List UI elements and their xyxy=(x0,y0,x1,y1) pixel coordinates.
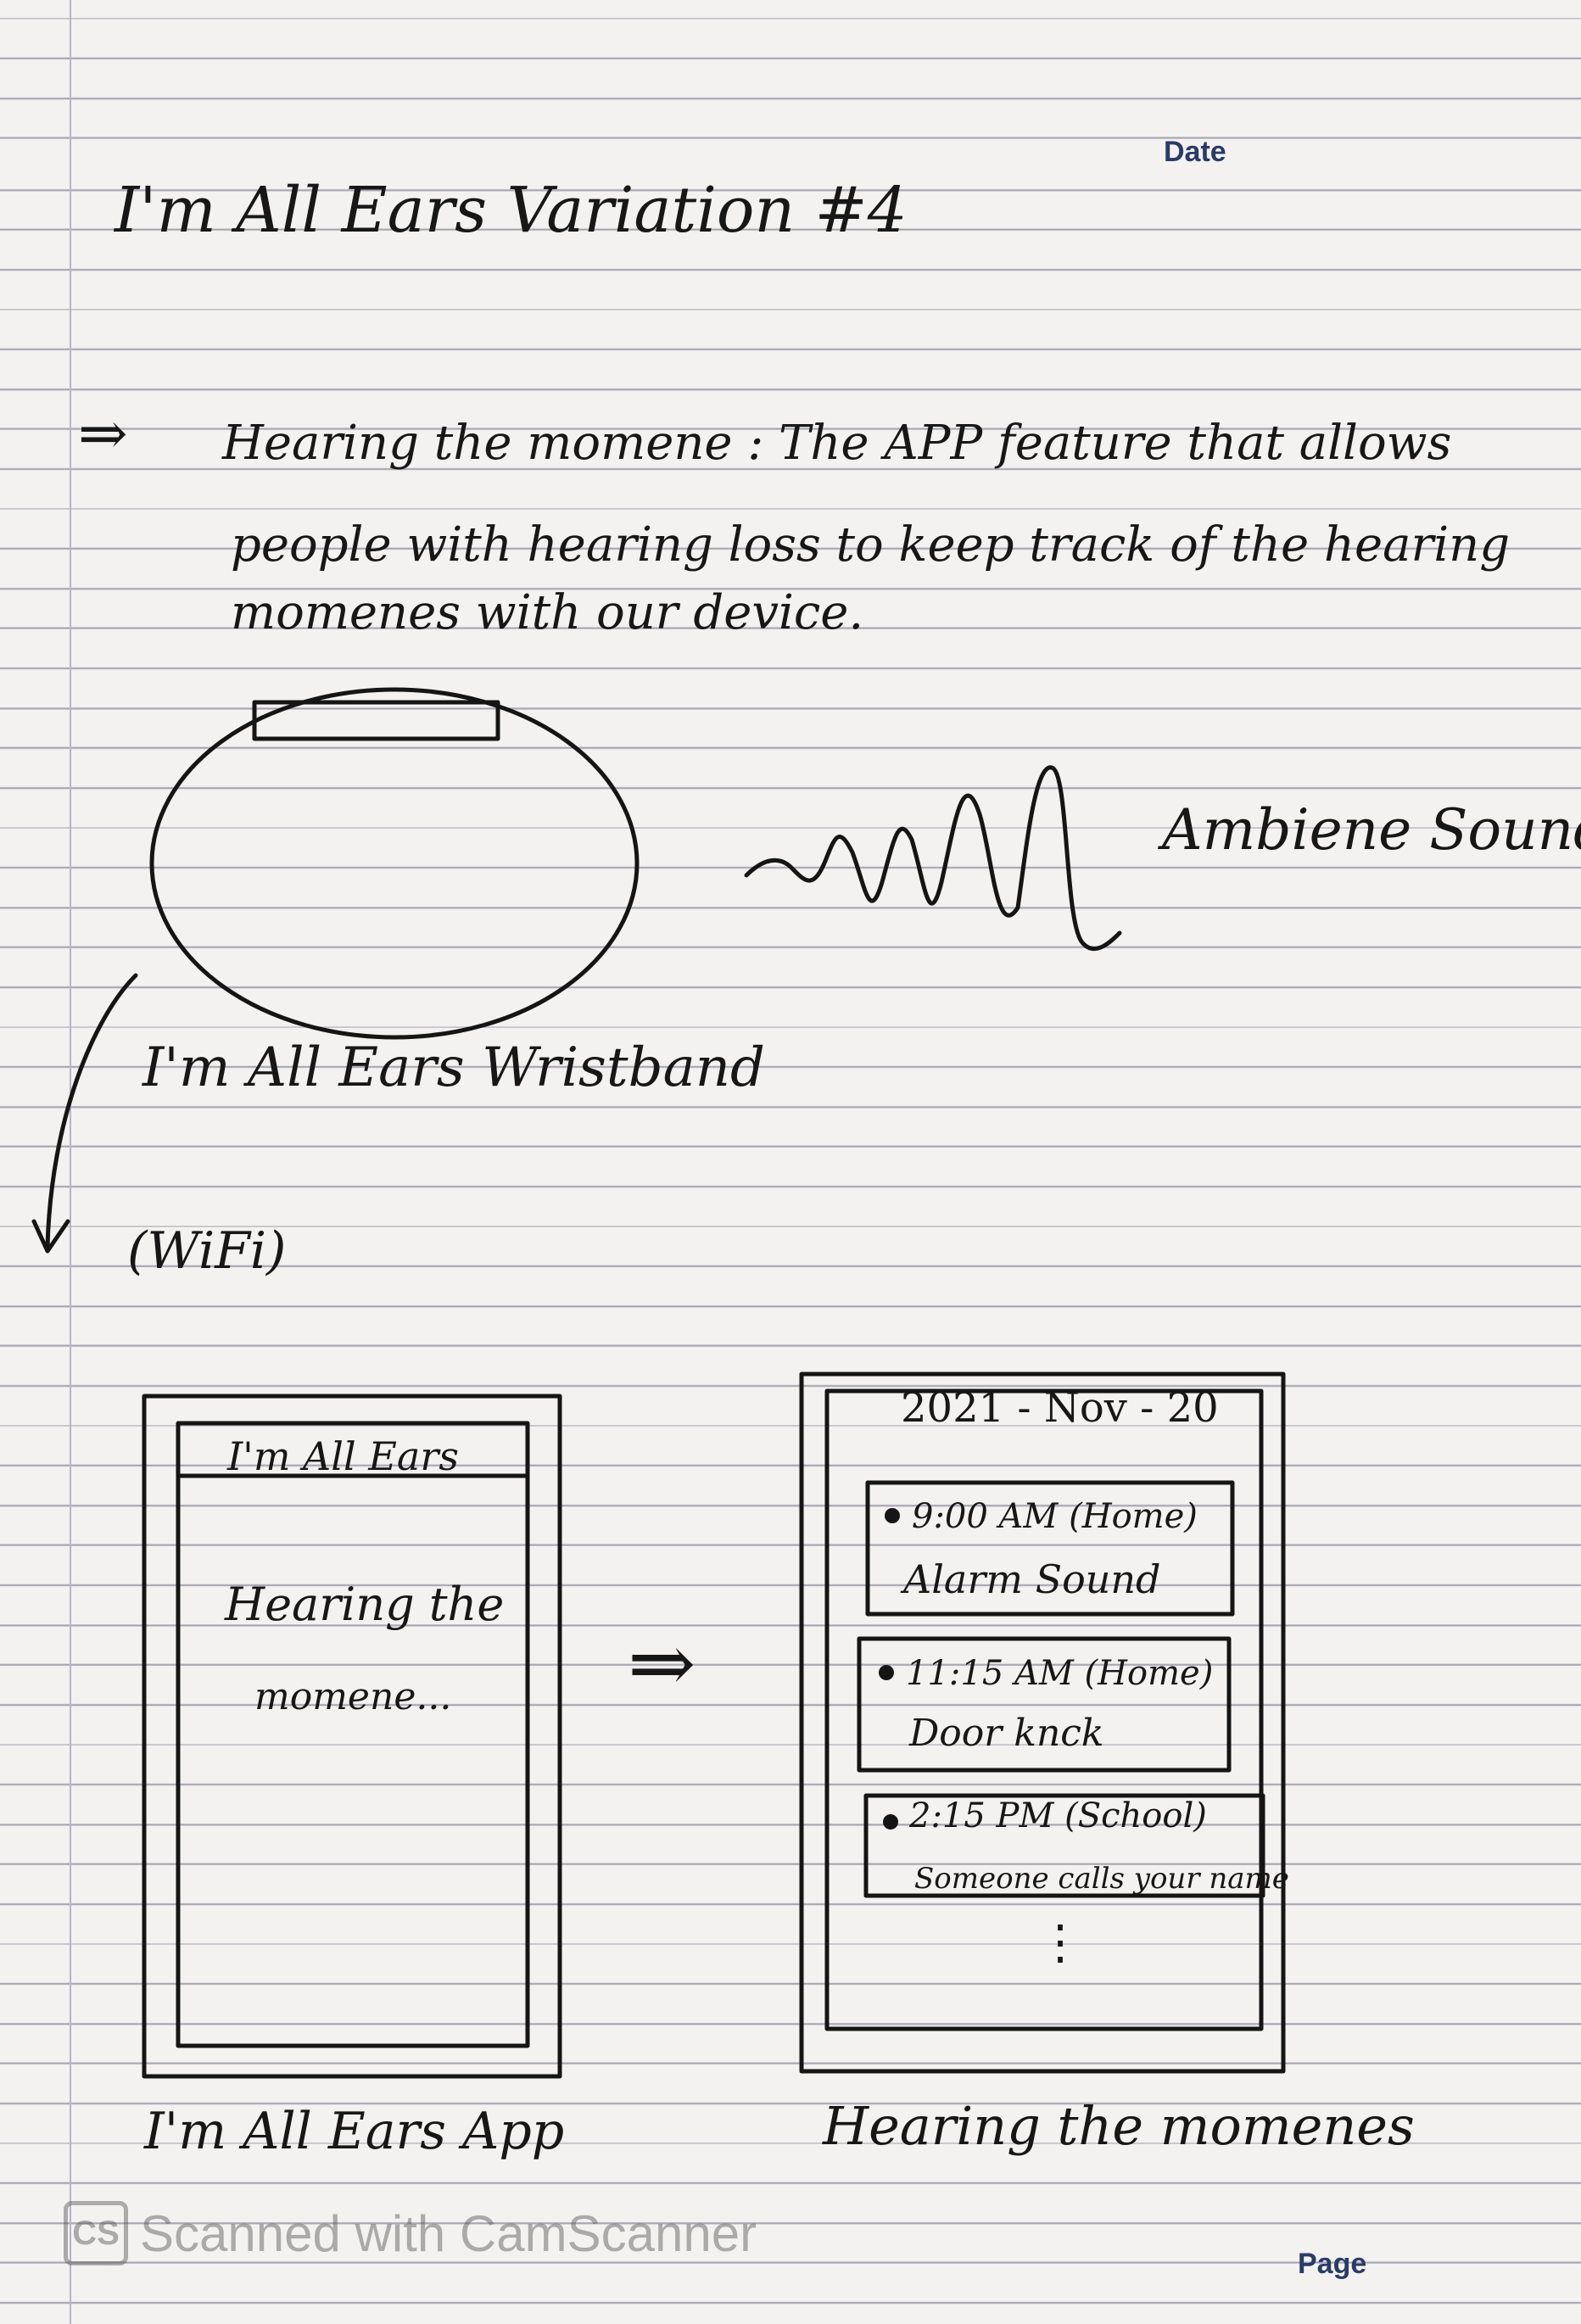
app-phone-outer xyxy=(142,1394,562,2079)
entry-box-2 xyxy=(857,1636,1232,1773)
entry-box-1 xyxy=(865,1480,1235,1617)
entry-3-sound: Someone calls your name xyxy=(914,1862,1289,1896)
moments-phone-outer xyxy=(799,1371,1286,2074)
arrow-icon: ⇒ xyxy=(78,399,128,468)
camscanner-text: Scanned with CamScanner xyxy=(140,2204,757,2262)
sound-wave xyxy=(744,765,1122,952)
wifi-label: (WiFi) xyxy=(127,1221,287,1281)
app-phone-inner xyxy=(176,1421,530,2048)
transition-arrow-icon: ⇒ xyxy=(628,1616,696,1711)
camscanner-logo-icon: CS xyxy=(64,2201,128,2265)
wristband-sketch xyxy=(149,687,640,1040)
entry-1-time: 9:00 AM (Home) xyxy=(912,1497,1198,1536)
wristband-label: I'm All Ears Wristband xyxy=(142,1036,765,1099)
app-header: I'm All Ears xyxy=(227,1433,459,1479)
moments-phone-inner xyxy=(824,1388,1264,2031)
description-line-1: Hearing the momene : The APP feature tha… xyxy=(222,416,1452,471)
entry-3-time: 2:15 PM (School) xyxy=(909,1796,1207,1835)
moments-date: 2021 - Nov - 20 xyxy=(901,1384,1219,1432)
camscanner-watermark: CS Scanned with CamScanner xyxy=(64,2201,757,2265)
entry-2-sound: Door knck xyxy=(909,1712,1104,1755)
wifi-arrow xyxy=(45,973,138,1249)
app-body-line-1: Hearing the xyxy=(225,1578,505,1631)
entry-box-3 xyxy=(863,1793,1265,1898)
entry-bullets xyxy=(879,1508,900,1830)
entry-1-sound: Alarm Sound xyxy=(903,1556,1161,1602)
ambient-sound-label: Ambiene Sound xyxy=(1162,797,1581,863)
wristband-clasp xyxy=(252,700,500,741)
app-body-line-2: momene... xyxy=(254,1675,452,1718)
date-label: Date xyxy=(1164,136,1226,168)
more-entries-icon: ⋮ xyxy=(1036,1915,1084,1970)
entry-2-time: 11:15 AM (Home) xyxy=(906,1654,1214,1693)
app-caption: I'm All Ears App xyxy=(144,2102,565,2161)
moments-caption: Hearing the momenes xyxy=(823,2095,1415,2157)
description-line-3: momenes with our device. xyxy=(231,585,864,640)
description-line-2: people with hearing loss to keep track o… xyxy=(231,517,1511,573)
page-label: Page xyxy=(1298,2248,1367,2280)
margin-line xyxy=(70,0,71,2324)
page-title: I'm All Ears Variation #4 xyxy=(115,174,908,247)
